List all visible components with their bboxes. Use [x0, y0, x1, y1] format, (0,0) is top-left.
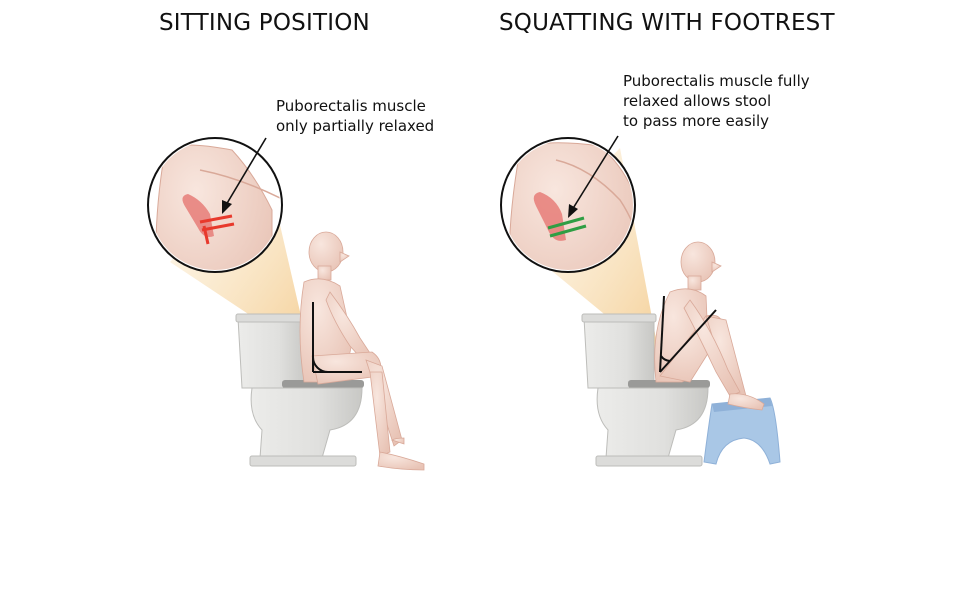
callout-sitting-line-2: only partially relaxed [276, 117, 435, 135]
toilet-base-right [595, 455, 703, 467]
toilet-tank-lid-left [235, 313, 309, 323]
magnified-anatomy-left [155, 144, 280, 270]
callout-squatting: Puborectalis muscle fully relaxed allows… [623, 71, 810, 131]
callout-sitting-line-1: Puborectalis muscle [276, 97, 426, 115]
toilet-tank-right [583, 317, 655, 389]
callout-squatting-line-2: relaxed allows stool [623, 92, 772, 110]
toilet-bowl-right [596, 387, 709, 459]
angle-marker-right [659, 295, 717, 373]
callout-squatting-line-1: Puborectalis muscle fully [623, 72, 810, 90]
rectum-right [533, 192, 566, 241]
footstool [703, 397, 781, 465]
puborectalis-muscle-right [547, 216, 587, 238]
toilet-base-left [249, 455, 357, 467]
toilet-tank-lid-right [581, 313, 657, 323]
toilet-tank-left [237, 317, 307, 389]
panel-title-squatting: SQUATTING WITH FOOTREST [499, 10, 835, 36]
toilet-bowl-left [250, 387, 363, 459]
puborectalis-muscle-left [199, 214, 235, 245]
panel-title-sitting: SITTING POSITION [159, 10, 370, 36]
rectum-left [182, 194, 214, 237]
angle-marker-left [312, 302, 362, 373]
callout-squatting-line-3: to pass more easily [623, 112, 770, 130]
person-squatting [654, 241, 765, 411]
callout-sitting: Puborectalis muscle only partially relax… [276, 96, 434, 136]
squatting-illustration [500, 135, 781, 467]
sitting-illustration [147, 137, 425, 471]
toilet-seat-left [282, 380, 364, 388]
callout-arrow-left [222, 137, 267, 214]
callout-arrow-right [568, 135, 619, 218]
